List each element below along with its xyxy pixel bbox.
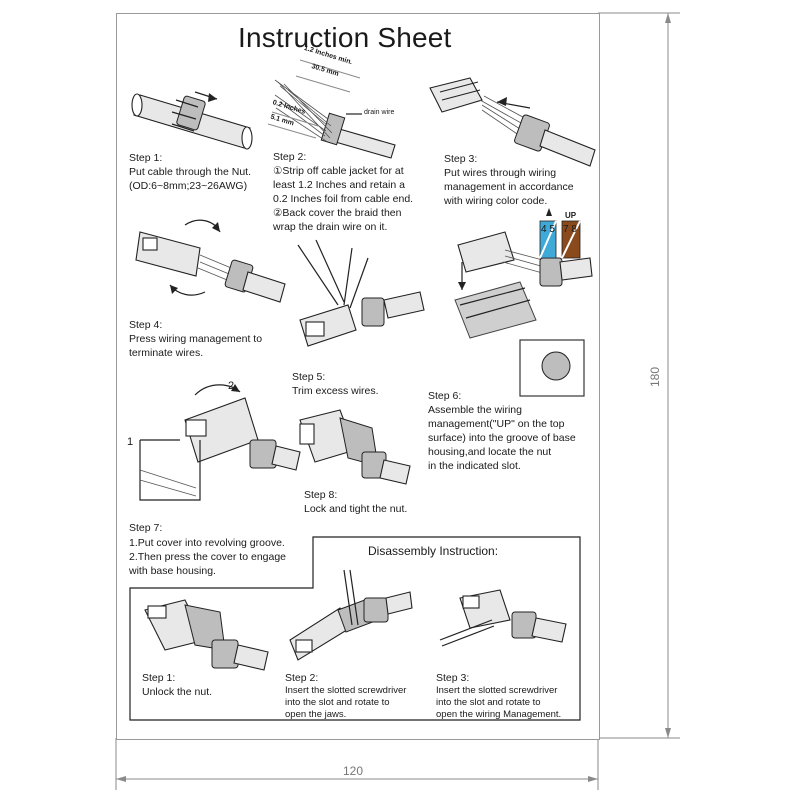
step5-label: Step 5:	[292, 371, 326, 383]
step4-illustration	[135, 219, 286, 303]
step6-illustration	[454, 231, 593, 397]
step3-label: Step 3:	[444, 153, 478, 165]
step7-mark-one: 1	[127, 436, 134, 448]
step2-label: Step 2:	[273, 151, 307, 163]
disassembly-step3-label: Step 3:	[436, 672, 470, 684]
step3-text: Put wires through wiring management in a…	[444, 167, 574, 207]
color-code-box	[539, 208, 581, 259]
color-code-left-pins: 4 5	[541, 224, 555, 235]
step5-text: Trim excess wires.	[292, 385, 379, 397]
step8-label: Step 8:	[304, 489, 338, 501]
step7-mark-two: 2	[228, 380, 235, 392]
disassembly-step2-label: Step 2:	[285, 672, 319, 684]
step7-illustration	[139, 384, 301, 501]
width-dimension-label: 120	[343, 764, 364, 778]
sheet-title: Instruction Sheet	[238, 22, 452, 53]
disassembly-step1-illustration	[144, 599, 269, 671]
step1-illustration	[131, 91, 253, 150]
disassembly-step1-text: Unlock the nut.	[142, 686, 213, 698]
step6-label: Step 6:	[428, 390, 462, 402]
disassembly-step2-illustration	[289, 569, 413, 661]
step5-illustration	[297, 239, 425, 347]
step2-illustration	[267, 59, 396, 159]
disassembly-title: Disassembly Instruction:	[368, 544, 499, 558]
step2-text: ①Strip off cable jacket for at least 1.2…	[273, 165, 414, 233]
step3-illustration	[429, 77, 596, 167]
disassembly-step1-label: Step 1:	[142, 672, 176, 684]
step7-text: 1.Put cover into revolving groove. 2.The…	[129, 537, 287, 577]
step1-text: Put cable through the Nut. (OD:6~8mm;23~…	[129, 166, 251, 192]
step1-label: Step 1:	[129, 152, 163, 164]
step8-illustration	[299, 409, 411, 485]
drain-wire-label: drain wire	[364, 109, 395, 116]
step4-label: Step 4:	[129, 319, 163, 331]
disassembly-step2-text: Insert the slotted screwdriver into the …	[285, 685, 407, 720]
step8-text: Lock and tight the nut.	[304, 503, 408, 515]
step7-label: Step 7:	[129, 522, 163, 534]
disassembly-step3-illustration	[439, 589, 567, 647]
color-code-up-label: UP	[565, 211, 577, 220]
color-code-right-pins: 7 8	[563, 224, 577, 235]
step4-text: Press wiring management to terminate wir…	[129, 333, 263, 359]
step6-text: Assemble the wiring management("UP" on t…	[428, 404, 576, 472]
disassembly-outline	[129, 536, 581, 721]
disassembly-step3-text: Insert the slotted screwdriver into the …	[436, 685, 562, 720]
